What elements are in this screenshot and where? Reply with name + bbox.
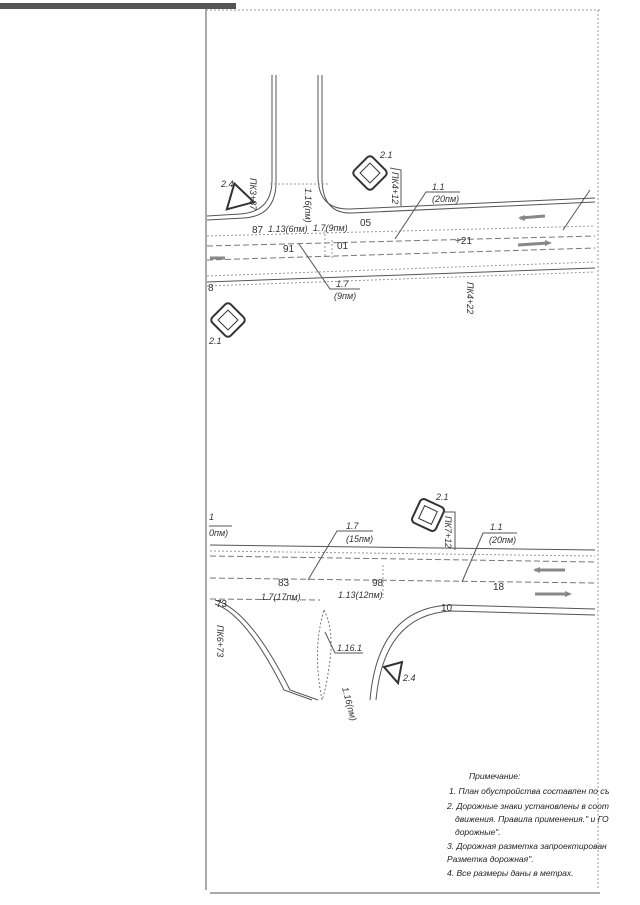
marking-code: 1.13(12пм) (338, 590, 383, 600)
pk-label: ПК6+73 (215, 625, 225, 657)
sign-2-4-icon (225, 181, 256, 211)
offset-label: 8 (208, 283, 214, 294)
pk-label: ПК3+87 (248, 178, 258, 211)
offset-label: 87 (252, 225, 264, 236)
marking-code: 1.1 (490, 522, 503, 532)
road-centerline (209, 577, 596, 584)
road-centerline (206, 247, 596, 261)
note-line: 3. Дорожная разметка запроектирован (447, 841, 607, 851)
marking-length: (15пм) (346, 534, 373, 544)
offset-label: 91 (283, 244, 295, 255)
sign-2-4-icon (382, 660, 404, 686)
offset-label: +21 (455, 236, 472, 247)
note-line: 1. План обустройства составлен по съ (449, 786, 610, 796)
offset-label: 01 (337, 241, 349, 252)
curb-right (369, 604, 596, 701)
side-road-edge-left (206, 75, 273, 217)
top-intersection (206, 75, 596, 338)
offset-label: 98 (372, 578, 384, 589)
marking-code: 1.7(9пм) (313, 223, 348, 233)
offset-label: 83 (278, 578, 290, 589)
sign-2-1-icon (411, 498, 445, 532)
sign-2-1-icon (210, 302, 246, 338)
note-line: 2. Дорожные знаки установлены в соот (446, 801, 609, 811)
offset-label: 18 (493, 582, 505, 593)
marking-length: 0пм) (209, 528, 228, 538)
pk-label: ПК4+12 (390, 172, 400, 204)
sign-label: 2.4 (220, 179, 234, 189)
marking-code: 1.13(6пм) (268, 224, 308, 234)
offset-label: 73 (216, 599, 228, 610)
marking-code: 1.16.1 (337, 643, 362, 653)
road-line (206, 225, 596, 237)
marking-length: (20пм) (489, 535, 516, 545)
marking-code: 1.7 (336, 279, 350, 289)
traffic-island (317, 608, 332, 702)
notes-title: Примечание: (469, 771, 521, 781)
note-line: дорожные". (455, 827, 501, 837)
marking-code: 1.16(пм) (340, 686, 359, 722)
sign-label: 2.4 (402, 673, 416, 683)
offset-label: 10 (441, 603, 453, 614)
pk-label: ПК7+12 (443, 516, 453, 548)
note-line: движения. Правила применения." и ГО (455, 814, 609, 824)
marking-length: (20пм) (432, 194, 459, 204)
scan-edge-strip (0, 3, 236, 9)
note-line: Разметка дорожная". (447, 854, 534, 864)
pk-label: ПК4+22 (465, 282, 475, 314)
traffic-arrow-icon (517, 241, 549, 247)
marking-code: 1.16(пм) (303, 188, 313, 223)
sign-2-1-icon (352, 155, 388, 191)
marking-code: 1 (209, 512, 214, 522)
sign-label: 2.1 (435, 492, 449, 502)
sign-label: 2.1 (208, 336, 222, 346)
marking-code: 1.7 (346, 521, 360, 531)
marking-code: 1.1 (432, 182, 445, 192)
side-road-edge-right (317, 75, 596, 210)
marking-code: 1.7(17пм) (261, 592, 301, 602)
marking-length: (9пм) (334, 291, 356, 301)
curb-left (214, 599, 319, 701)
notes-block: Примечание: 1. План обустройства составл… (446, 771, 610, 878)
sign-label: 2.1 (379, 150, 393, 160)
bottom-intersection (209, 498, 596, 702)
offset-label: 05 (360, 218, 372, 229)
note-line: 4. Все размеры даны в метрах. (447, 868, 574, 878)
